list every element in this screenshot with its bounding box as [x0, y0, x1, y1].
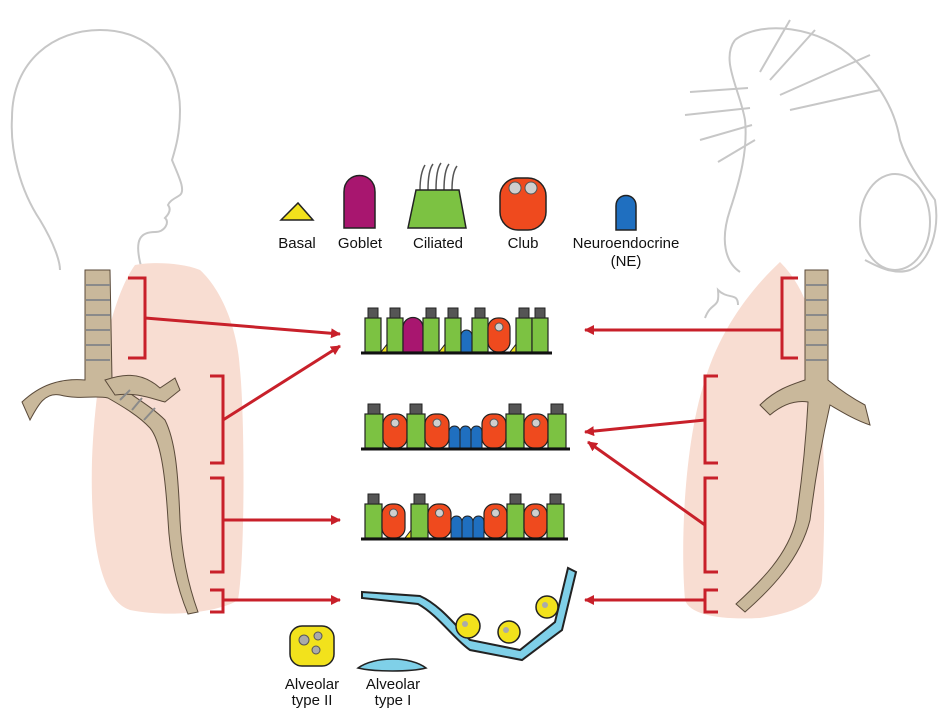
club-icon	[500, 178, 546, 230]
club-cell	[484, 504, 507, 538]
ciliated-cell	[472, 308, 488, 352]
ciliated-cell	[365, 404, 383, 448]
basal-icon	[281, 203, 313, 220]
ciliated-cell	[387, 308, 403, 352]
club-cell	[383, 414, 407, 448]
ciliated-cell	[365, 308, 381, 352]
club-cell	[488, 318, 510, 352]
neuroendocrine-cell	[460, 426, 471, 448]
neuroendocrine-cell	[473, 516, 484, 538]
alveolar-type2-label-line2: type II	[292, 692, 333, 708]
bronchiole-epithelium	[361, 494, 568, 539]
human-lung	[22, 263, 244, 614]
legend: Basal Goblet Ciliated Club Neuroendocrin…	[278, 163, 679, 270]
ciliated-cell	[532, 308, 548, 352]
club-cell	[425, 414, 449, 448]
club-cell	[428, 504, 451, 538]
alveolus	[362, 568, 576, 660]
club-cell	[524, 504, 547, 538]
ciliated-cell	[411, 494, 428, 538]
alveolar-type1-icon	[358, 659, 426, 671]
legend-basal-label: Basal	[278, 235, 316, 252]
trachea-epithelium	[361, 308, 552, 353]
alveolar-type1-label-line2: type I	[375, 692, 412, 708]
neuroendocrine-icon	[616, 196, 636, 231]
legend-ciliated-label: Ciliated	[413, 235, 463, 252]
alveolar-type1-label-line1: Alveolar	[366, 676, 420, 693]
goblet-cell	[403, 318, 423, 353]
legend-ne-label-line2: (NE)	[611, 253, 642, 270]
bronchi-epithelium	[361, 404, 570, 449]
ciliated-cell	[445, 308, 461, 352]
ciliated-cell	[365, 494, 382, 538]
neuroendocrine-cell	[451, 516, 462, 538]
legend-ne-label-line1: Neuroendocrine	[573, 235, 680, 252]
neuroendocrine-cell	[462, 516, 473, 538]
ciliated-cell	[507, 494, 524, 538]
alveolar-type2-icon	[290, 626, 334, 666]
neuroendocrine-cell	[449, 426, 460, 448]
ciliated-cell	[548, 404, 566, 448]
club-cell	[382, 504, 405, 538]
alveolar-legend: Alveolar type II Alveolar type I	[285, 626, 426, 708]
alveolar-type2-label-line1: Alveolar	[285, 676, 339, 693]
ciliated-cell	[423, 308, 439, 352]
ciliated-cell	[547, 494, 564, 538]
club-cell	[524, 414, 548, 448]
ciliated-cell	[506, 404, 524, 448]
human-silhouette	[12, 30, 182, 270]
neuroendocrine-cell	[471, 426, 482, 448]
neuroendocrine-cell	[461, 330, 472, 352]
goblet-icon	[344, 176, 375, 229]
ciliated-cell	[516, 308, 532, 352]
legend-goblet-label: Goblet	[338, 235, 383, 252]
mouse-lung	[683, 262, 870, 618]
club-cell	[482, 414, 506, 448]
legend-club-label: Club	[508, 235, 539, 252]
ciliated-cell	[407, 404, 425, 448]
ciliated-icon	[408, 163, 466, 228]
